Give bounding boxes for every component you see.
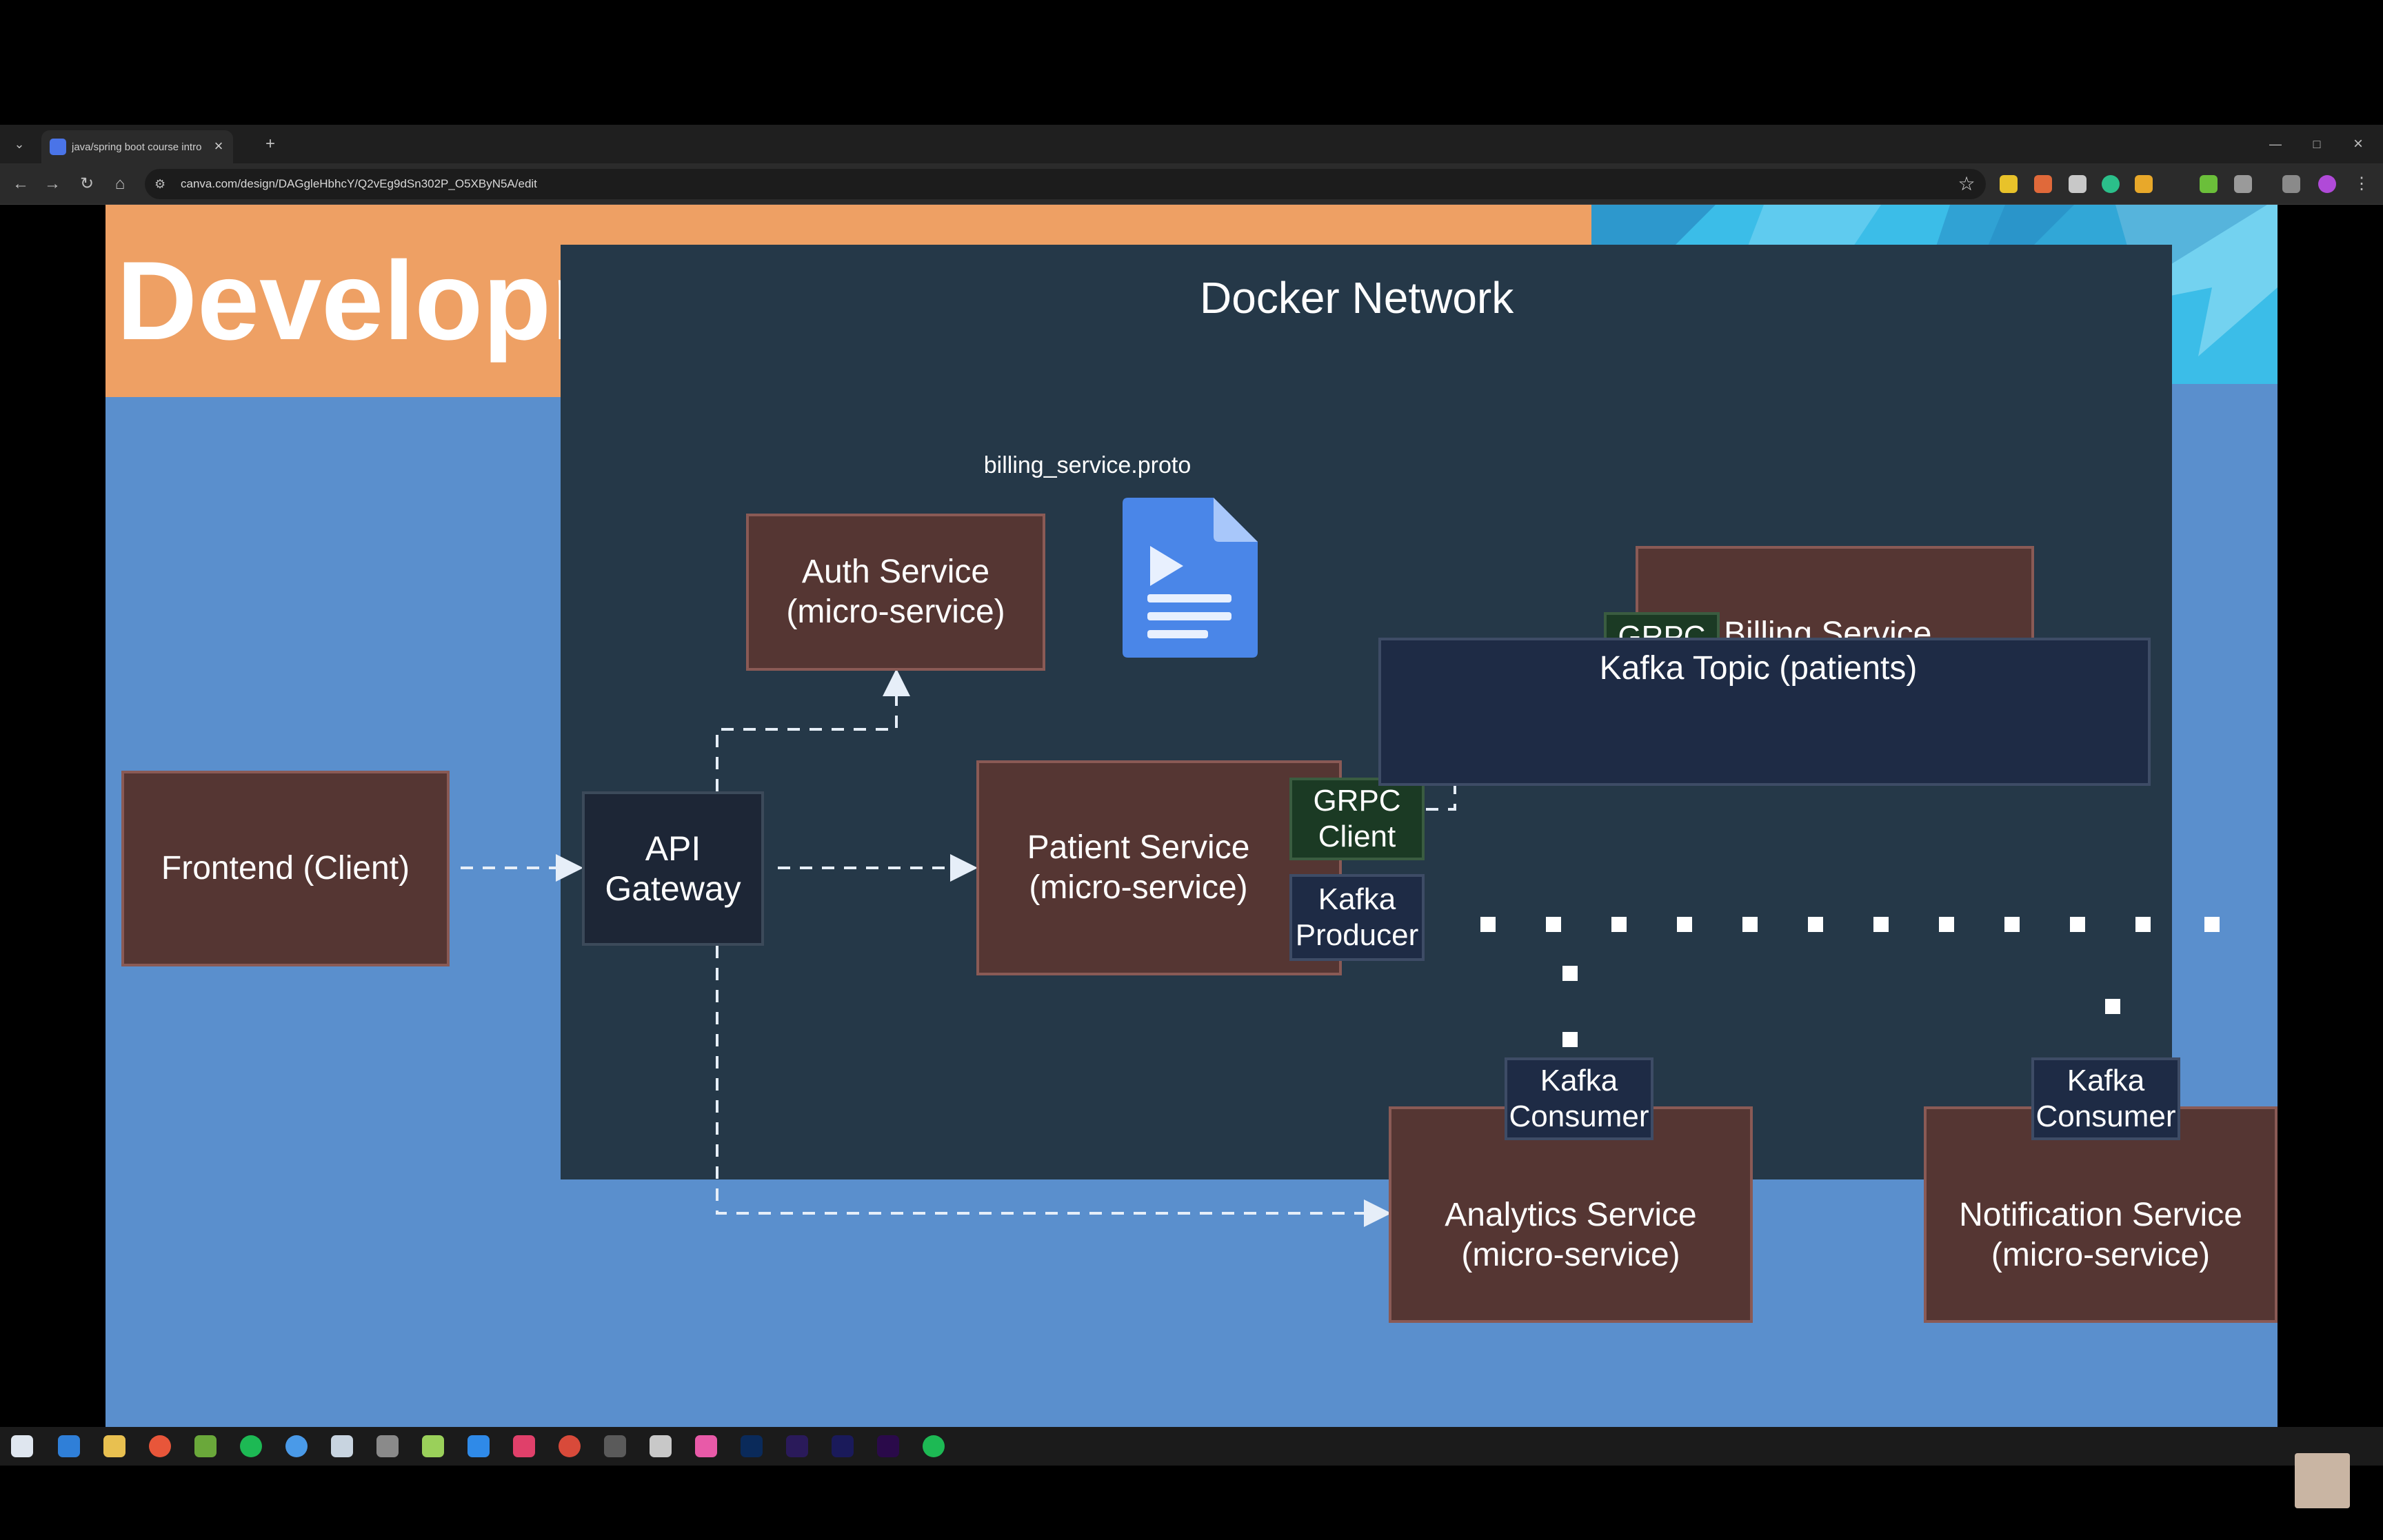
audition-icon[interactable] — [832, 1435, 854, 1457]
extension-icon[interactable] — [2000, 175, 2018, 193]
new-tab-button[interactable]: + — [265, 134, 275, 153]
extension-icon[interactable] — [2034, 175, 2052, 193]
maximize-icon[interactable]: □ — [2313, 137, 2321, 151]
proto-file-label: billing_service.proto — [983, 452, 1192, 478]
app-icon[interactable] — [285, 1435, 308, 1457]
obs-icon[interactable] — [559, 1435, 581, 1457]
menu-icon[interactable]: ⋮ — [2353, 174, 2370, 193]
message-marker — [1677, 917, 1692, 932]
intellij-icon[interactable] — [513, 1435, 535, 1457]
message-marker — [1562, 966, 1578, 981]
console-icon[interactable] — [604, 1435, 626, 1457]
window-close-icon[interactable]: × — [2353, 134, 2363, 153]
shield-icon — [50, 139, 66, 155]
site-info-icon[interactable]: ⚙ — [154, 177, 166, 191]
analytics-service-box: Analytics Service (micro-service) — [1389, 1106, 1753, 1323]
tab-title: java/spring boot course intro — [72, 141, 202, 153]
reload-icon[interactable]: ↻ — [79, 174, 94, 193]
start-icon[interactable] — [11, 1435, 33, 1457]
spotify-icon[interactable] — [923, 1435, 945, 1457]
url-text: canva.com/design/DAGgleHbhcY/Q2vEg9dSn30… — [181, 177, 537, 190]
message-marker — [2105, 999, 2120, 1014]
tab-close-icon[interactable]: × — [214, 137, 223, 154]
extension-icon[interactable] — [2200, 175, 2218, 193]
docker-network-label: Docker Network — [1200, 273, 1514, 323]
home-icon[interactable]: ⌂ — [114, 174, 125, 193]
figma-icon[interactable] — [695, 1435, 717, 1457]
file-explorer-icon[interactable] — [103, 1435, 125, 1457]
auth-service-box: Auth Service (micro-service) — [746, 514, 1045, 671]
message-marker — [1808, 917, 1823, 932]
message-marker — [2204, 917, 2220, 932]
webcam-avatar — [2295, 1453, 2350, 1508]
message-marker — [2135, 917, 2151, 932]
nvidia-icon[interactable] — [194, 1435, 217, 1457]
browser-tab[interactable]: java/spring boot course intro × — [41, 130, 233, 163]
frontend-client-box: Frontend (Client) — [121, 771, 450, 966]
star-icon[interactable]: ☆ — [1958, 173, 1975, 194]
message-marker — [1939, 917, 1954, 932]
patient-service-box: Patient Service (micro-service) — [976, 760, 1342, 975]
minimize-icon[interactable]: — — [2269, 137, 2282, 151]
grpc-client-box: GRPC Client — [1289, 778, 1425, 860]
kafka-topic-box — [1378, 638, 2151, 786]
message-marker — [2004, 917, 2020, 932]
back-icon[interactable]: ← — [12, 174, 29, 193]
outlook-icon[interactable] — [58, 1435, 80, 1457]
message-marker — [1611, 917, 1627, 932]
message-marker — [1546, 917, 1561, 932]
profile-avatar[interactable] — [2318, 175, 2336, 193]
extension-icon[interactable] — [2069, 175, 2087, 193]
browser-tab-bar: ⌄ java/spring boot course intro × + — □ … — [0, 125, 2383, 163]
photoshop-icon[interactable] — [741, 1435, 763, 1457]
message-marker — [1562, 1032, 1578, 1047]
extensions-puzzle-icon[interactable] — [2234, 175, 2252, 193]
api-gateway-box: API Gateway — [582, 791, 764, 946]
kafka-consumer-notification: Kafka Consumer — [2031, 1057, 2180, 1140]
vscode-icon[interactable] — [467, 1435, 490, 1457]
message-marker — [1742, 917, 1758, 932]
kafka-consumer-analytics: Kafka Consumer — [1505, 1057, 1653, 1140]
notification-service-box: Notification Service (micro-service) — [1924, 1106, 2278, 1323]
message-marker — [1480, 917, 1496, 932]
address-bar[interactable]: ⚙ canva.com/design/DAGgleHbhcY/Q2vEg9dSn… — [145, 169, 1986, 199]
extension-icon[interactable] — [2102, 175, 2120, 193]
premiere-icon[interactable] — [877, 1435, 899, 1457]
after-effects-icon[interactable] — [786, 1435, 808, 1457]
terminal-icon[interactable] — [376, 1435, 399, 1457]
os-taskbar — [0, 1427, 2383, 1466]
kafka-producer-box: Kafka Producer — [1289, 874, 1425, 961]
notes-icon[interactable] — [422, 1435, 444, 1457]
chrome-icon[interactable] — [149, 1435, 171, 1457]
message-marker — [2070, 917, 2085, 932]
extension-icon[interactable] — [2135, 175, 2153, 193]
spotify-icon[interactable] — [240, 1435, 262, 1457]
document-play-icon — [1123, 498, 1258, 658]
docker-icon[interactable] — [650, 1435, 672, 1457]
kafka-topic-label: Kafka Topic (patients) — [1599, 650, 1918, 687]
browser-toolbar: ← → ↻ ⌂ ⚙ canva.com/design/DAGgleHbhcY/Q… — [0, 163, 2383, 205]
forward-icon[interactable]: → — [44, 174, 61, 193]
tab-search-icon[interactable]: ⌄ — [14, 137, 25, 151]
message-marker — [1873, 917, 1889, 932]
steam-icon[interactable] — [331, 1435, 353, 1457]
media-icon[interactable] — [2282, 175, 2300, 193]
